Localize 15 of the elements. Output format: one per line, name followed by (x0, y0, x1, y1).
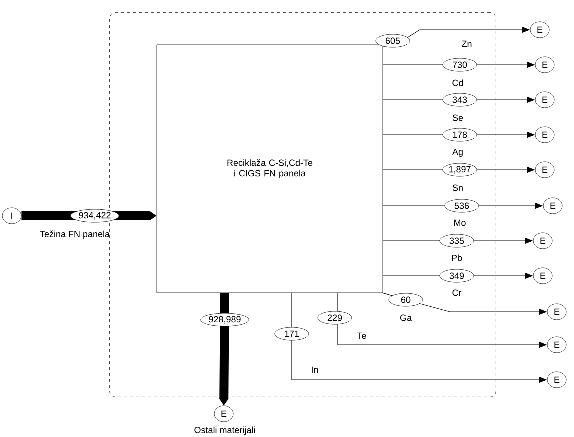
flow-label: Ga (400, 314, 412, 322)
flow-label: Težina FN panela (40, 230, 110, 240)
flow-label: Te (357, 332, 366, 340)
flow-label: Sn (452, 184, 463, 192)
flow-label: In (312, 366, 318, 374)
process-box: Reciklaža C-Si,Cd-Te i CIGS FN panela (156, 44, 384, 294)
flow-label: Se (452, 114, 464, 122)
flow-label: Ag (452, 148, 463, 158)
flow-label: Cd (452, 80, 464, 86)
flow-label: Zn (462, 40, 472, 48)
node-caption: Ostali materijali (194, 426, 256, 436)
flow-label: Cr (452, 290, 462, 296)
system-boundary (110, 12, 496, 398)
flow-label: Pb (452, 254, 462, 262)
flow-label: Mo (454, 220, 466, 226)
